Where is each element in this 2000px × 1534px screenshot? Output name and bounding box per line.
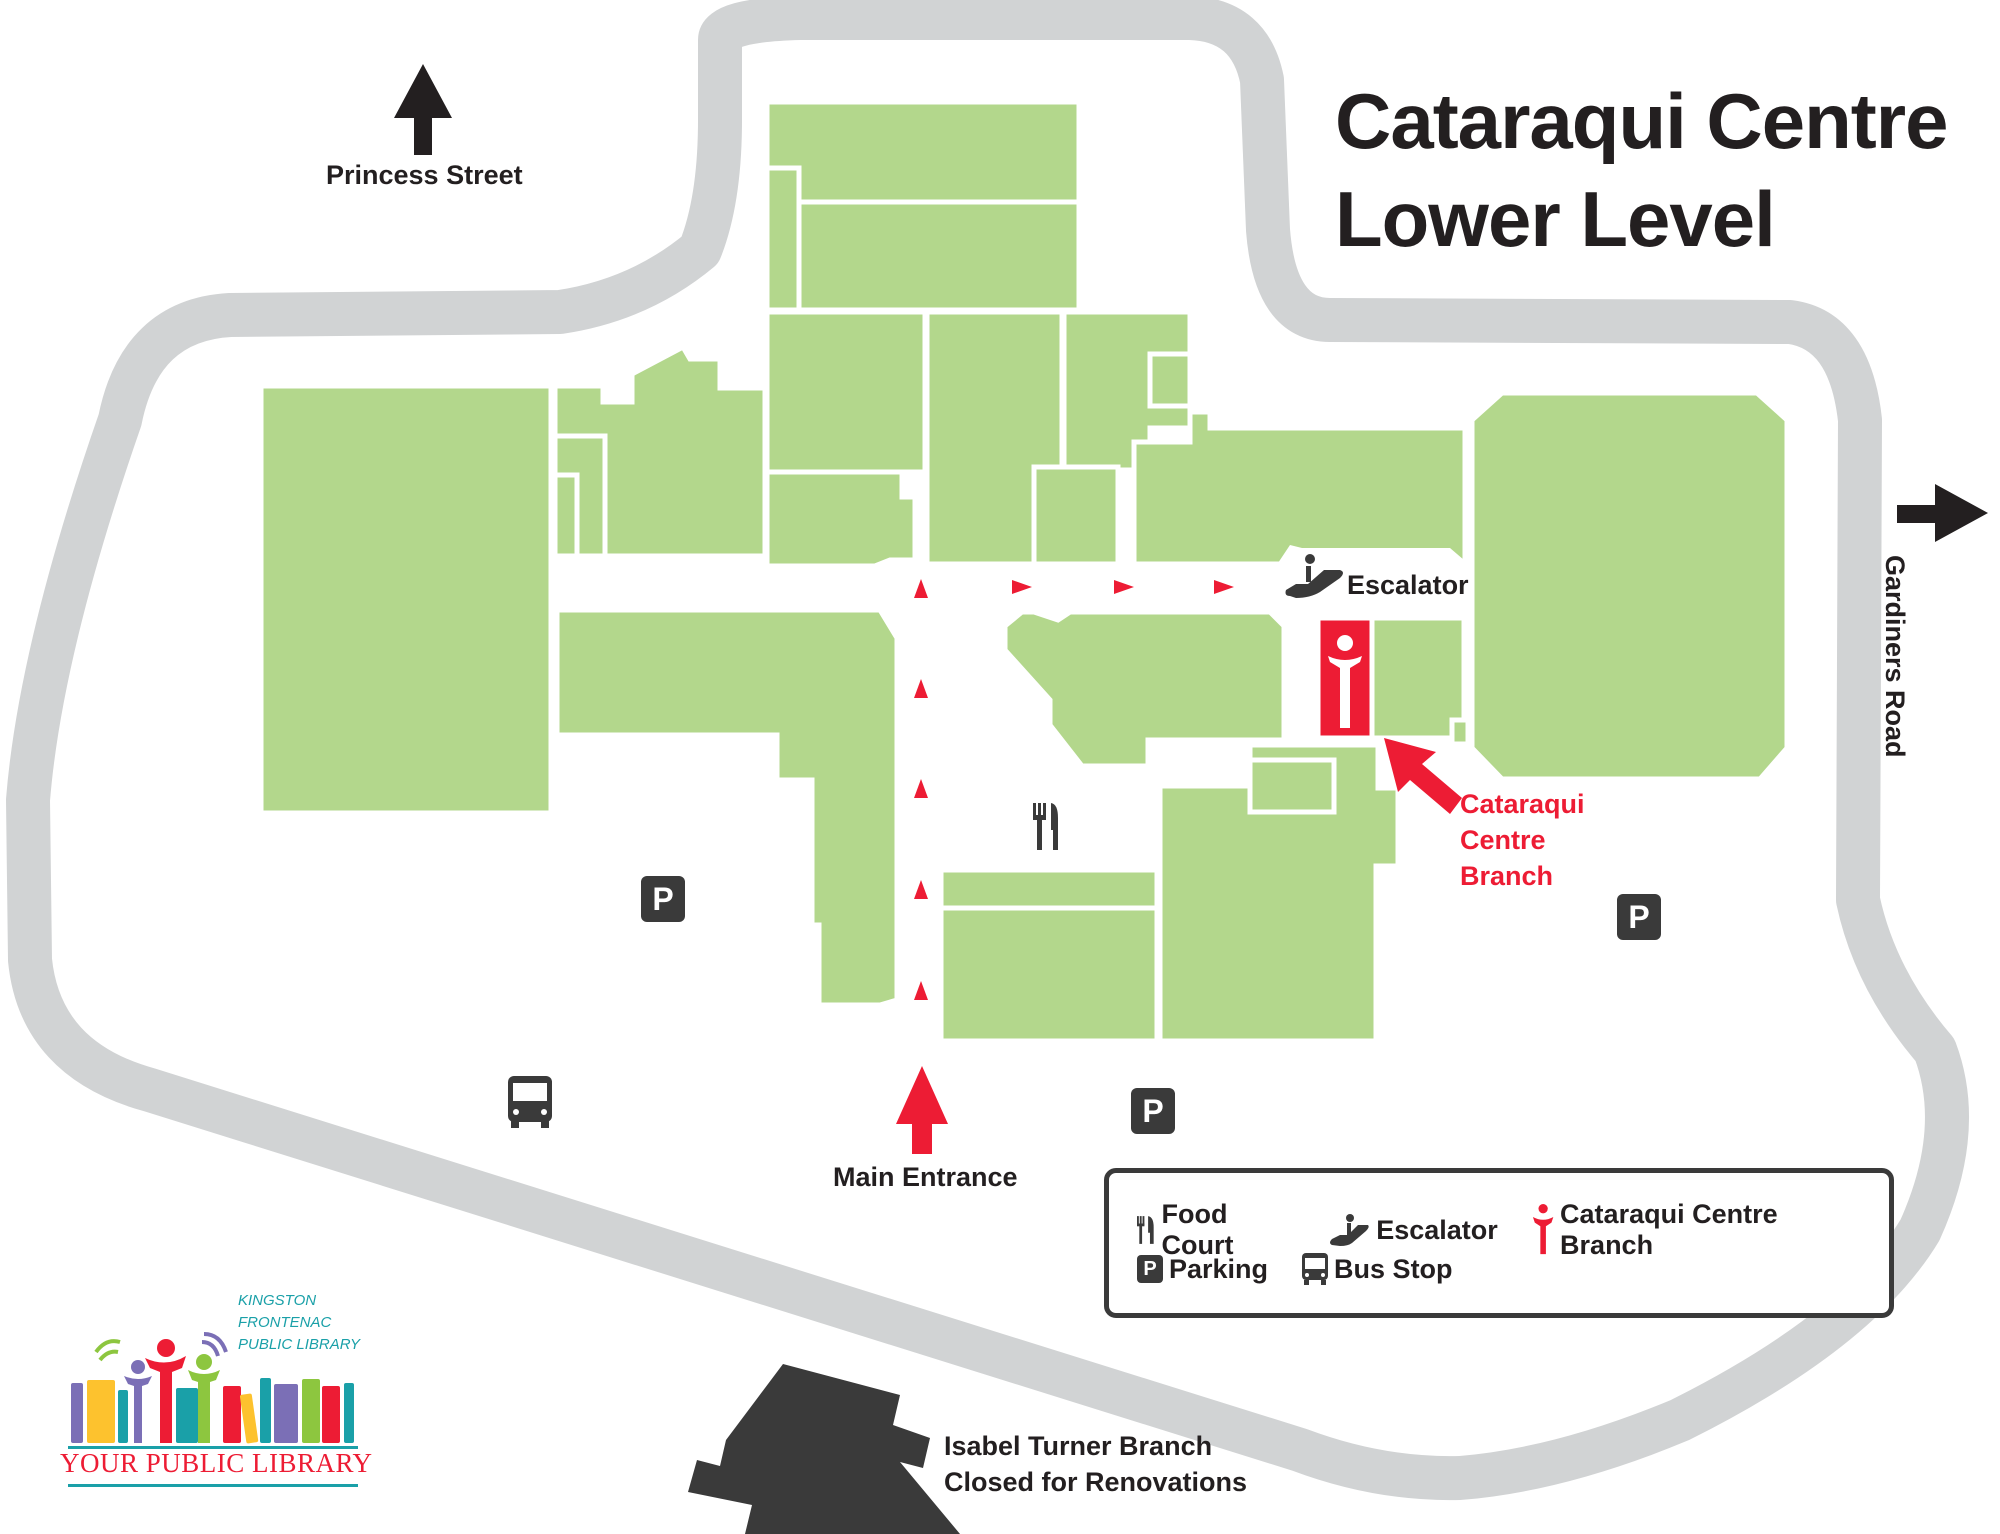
arrow-right-icon (1214, 580, 1234, 594)
walkway-arrows (914, 579, 1234, 1000)
arrow-up-icon (914, 981, 928, 1000)
branch-label-line-2: Centre (1460, 825, 1546, 855)
library-person-icon (1328, 635, 1362, 728)
legend-label: Bus Stop (1334, 1253, 1453, 1284)
logo-underline (68, 1484, 358, 1487)
isabel-turner-label: Isabel Turner Branch Closed for Renovati… (944, 1428, 1247, 1500)
title-line-2: Lower Level (1335, 175, 1776, 263)
ring-road (6, 0, 1969, 1501)
building-central-mid (1002, 609, 1287, 769)
building-north-3 (764, 309, 928, 475)
parking-icon: P (641, 876, 685, 922)
branch-pointer-arrow-icon (1384, 738, 1462, 814)
building-east-anchor (1469, 390, 1790, 782)
arrow-up-icon (914, 579, 928, 598)
building-ne-row (1131, 409, 1468, 567)
bus-icon (508, 1076, 552, 1128)
building-north-8 (1031, 464, 1121, 567)
page-title: Cataraqui Centre Lower Level (1335, 72, 1948, 268)
legend-item-bus-stop: Bus Stop (1302, 1253, 1453, 1285)
legend-label: Escalator (1376, 1214, 1498, 1245)
escalator-icon (1285, 554, 1343, 598)
branch-label-line-1: Cataraqui (1460, 789, 1585, 819)
books-people-icon (68, 1332, 358, 1449)
gardiners-road-label: Gardiners Road (1880, 555, 1910, 758)
legend-label: Cataraqui Centre Branch (1560, 1199, 1778, 1260)
main-entrance-label: Main Entrance (833, 1162, 1018, 1192)
building-food-court-2 (938, 905, 1160, 1044)
buildings (258, 99, 1790, 1044)
parking-icon: P (1131, 1088, 1175, 1134)
building-north-strip (764, 165, 802, 313)
arrow-right-icon (1897, 484, 1988, 542)
isabel-turner-line-2: Closed for Renovations (944, 1467, 1248, 1497)
building-north-6 (1147, 351, 1193, 409)
building-north-7 (764, 469, 918, 569)
arrow-up-icon (914, 679, 928, 698)
legend-item-escalator: Escalator (1330, 1213, 1498, 1247)
cataraqui-branch-label[interactable]: Cataraqui Centre Branch (1460, 786, 1585, 894)
legend-label: Food Court (1161, 1199, 1234, 1260)
parking-icon: P (1617, 894, 1661, 940)
escalator-label: Escalator (1347, 570, 1469, 600)
logo-line-3: PUBLIC LIBRARY (238, 1336, 360, 1353)
building-food-court-1 (938, 867, 1160, 911)
escalator-area (1272, 545, 1464, 614)
library-person-icon (1532, 1204, 1554, 1255)
parking-icon: P (1137, 1255, 1163, 1283)
logo-name: KINGSTON FRONTENAC PUBLIC LIBRARY (238, 1290, 360, 1356)
logo-line-2: FRONTENAC (238, 1314, 332, 1331)
princess-street-label: Princess Street (326, 160, 523, 190)
isabel-turner-building (688, 1364, 960, 1534)
logo-line-1: KINGSTON (238, 1292, 317, 1309)
building-east-strip (1369, 615, 1467, 741)
building-nw-small-2 (552, 472, 580, 559)
building-central-left (554, 607, 900, 1008)
legend-item-parking: P Parking (1137, 1254, 1268, 1285)
arrow-up-icon (914, 779, 928, 798)
legend-item-branch: Cataraqui Centre Branch (1532, 1199, 1855, 1261)
arrow-up-icon (394, 64, 452, 155)
escalator-icon (1330, 1214, 1369, 1246)
building-south-east-2 (1247, 757, 1337, 815)
logo-tagline: YOUR PUBLIC LIBRARY (60, 1448, 373, 1478)
fork-knife-icon (1033, 803, 1058, 850)
legend-item-food-court: Food Court (1137, 1199, 1296, 1261)
branch-label-line-3: Branch (1460, 861, 1554, 891)
arrow-right-icon (1012, 580, 1032, 594)
building-east-small (1449, 717, 1471, 747)
entrance-arrow-icon (896, 1066, 948, 1154)
title-line-1: Cataraqui Centre (1335, 77, 1948, 165)
kfpl-logo: KINGSTON FRONTENAC PUBLIC LIBRARY YOUR P… (58, 1290, 378, 1487)
legend-label: Parking (1169, 1253, 1269, 1284)
map-legend: Food Court Escalator Cataraqui Centre Br… (1104, 1168, 1894, 1318)
isabel-turner-line-1: Isabel Turner Branch (944, 1431, 1213, 1461)
arrow-right-icon (1114, 580, 1134, 594)
building-north-2 (796, 199, 1082, 313)
arrow-up-icon (914, 880, 928, 899)
fork-knife-icon (1137, 1216, 1154, 1244)
building-north-1 (764, 99, 1082, 205)
bus-icon (1302, 1253, 1329, 1285)
building-west-anchor (258, 383, 554, 816)
